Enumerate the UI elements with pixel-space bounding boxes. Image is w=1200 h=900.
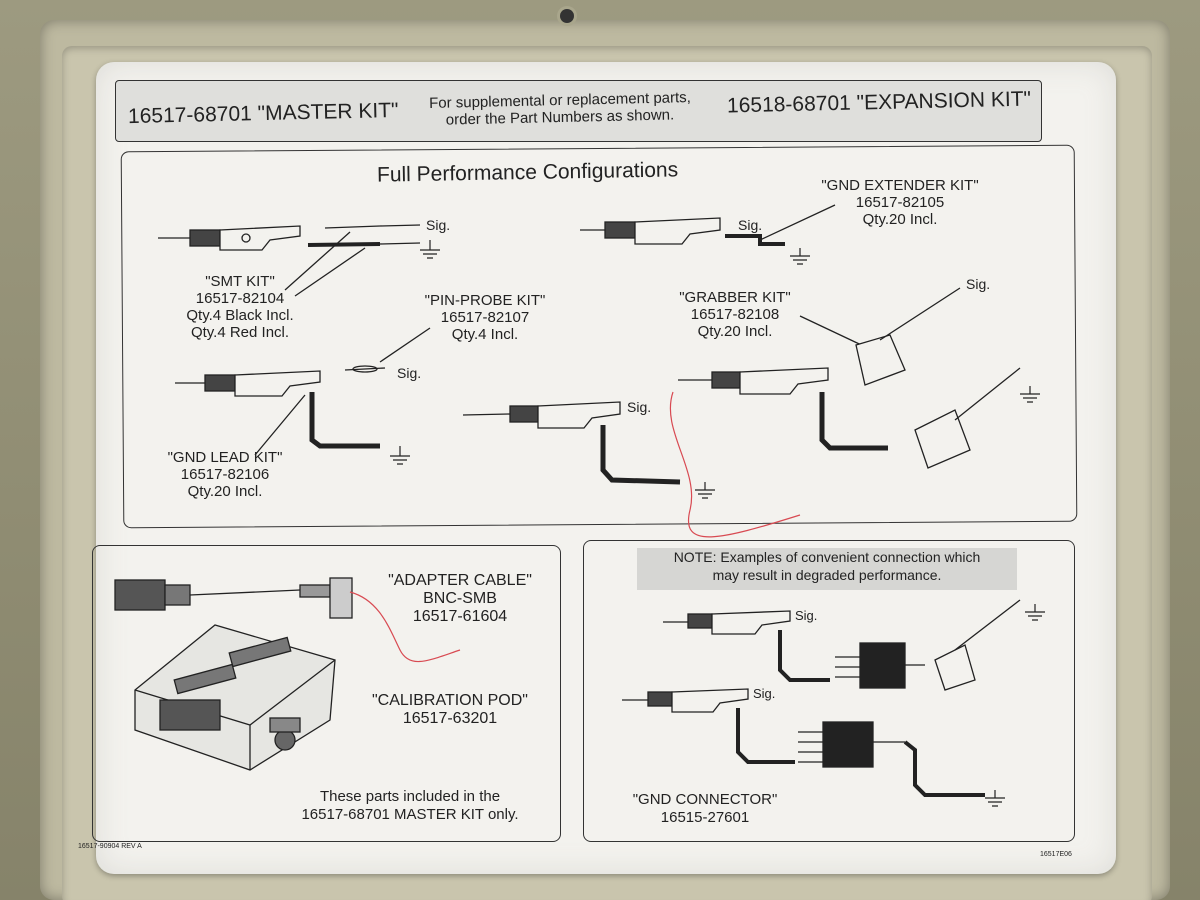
smt-kit-qty-black: Qty.4 Black Incl. — [186, 307, 294, 324]
gnd-lead-qty: Qty.20 Incl. — [187, 483, 263, 500]
pin-probe-drawing — [344, 327, 431, 373]
calibration-name: "CALIBRATION POD" — [372, 692, 528, 709]
pin-probe-qty: Qty.4 Incl. — [451, 326, 519, 343]
center-probe-drawing — [462, 401, 681, 485]
gnd-connector-part: 16515-27601 — [660, 809, 750, 826]
pin-probe-part: 16517-82107 — [440, 309, 530, 326]
grabber-part: 16517-82108 — [690, 306, 780, 323]
smt-kit-qty-red: Qty.4 Red Incl. — [190, 324, 290, 341]
note-probe-drawing-1 — [663, 599, 1021, 691]
calibration-pod-drawing — [134, 624, 336, 771]
gnd-extender-drawing — [580, 204, 836, 246]
gnd-extender-name: "GND EXTENDER KIT" — [821, 177, 979, 194]
sig-label-pin: Sig. — [397, 365, 422, 381]
header-bar — [115, 80, 1042, 142]
calibration-part: 16517-63201 — [402, 710, 498, 727]
adapter-type: BNC-SMB — [423, 590, 497, 607]
adapter-name: "ADAPTER CABLE" — [388, 572, 532, 589]
sig-label-grabber: Sig. — [966, 276, 991, 292]
sig-label-smt: Sig. — [426, 217, 451, 233]
adapter-calibration-box — [92, 545, 561, 842]
grabber-qty: Qty.20 Incl. — [697, 323, 773, 340]
smt-kit-part: 16517-82104 — [195, 290, 285, 307]
sig-label-extender: Sig. — [738, 217, 763, 233]
sig-label-note2: Sig. — [753, 686, 776, 701]
note-line1: NOTE: Examples of convenient connection … — [673, 549, 981, 565]
gnd-lead-name: "GND LEAD KIT" — [167, 449, 283, 466]
gnd-connector-name: "GND CONNECTOR" — [632, 791, 778, 808]
red-pen-marks — [349, 391, 801, 663]
gnd-extender-qty: Qty.20 Incl. — [862, 211, 938, 228]
smt-kit-name: "SMT KIT" — [205, 273, 275, 290]
note-probe-drawing-2 — [622, 688, 985, 797]
adapter-part: 16517-61604 — [412, 608, 508, 625]
included-note-1: These parts included in the — [319, 788, 501, 805]
included-note-2: 16517-68701 MASTER KIT only. — [301, 806, 519, 823]
sig-label-center: Sig. — [627, 399, 652, 415]
footer-left: 16517-90904 REV A — [78, 843, 142, 850]
ground-symbols — [390, 240, 1045, 807]
grabber-name: "GRABBER KIT" — [679, 289, 791, 306]
gnd-lead-drawing — [175, 370, 380, 456]
pin-probe-name: "PIN-PROBE KIT" — [424, 292, 546, 309]
gnd-lead-part: 16517-82106 — [180, 466, 270, 483]
grabber-drawing — [678, 287, 1021, 469]
adapter-cable-drawing — [114, 577, 353, 619]
sig-label-note1: Sig. — [795, 608, 818, 623]
mounting-hole — [560, 9, 574, 23]
footer-right: 16517E06 — [1040, 851, 1072, 858]
note-highlight — [637, 548, 1017, 590]
note-box — [583, 540, 1075, 842]
note-line2: may result in degraded performance. — [712, 567, 942, 583]
gnd-extender-part: 16517-82105 — [855, 194, 945, 211]
smt-probe-drawing — [158, 224, 421, 297]
